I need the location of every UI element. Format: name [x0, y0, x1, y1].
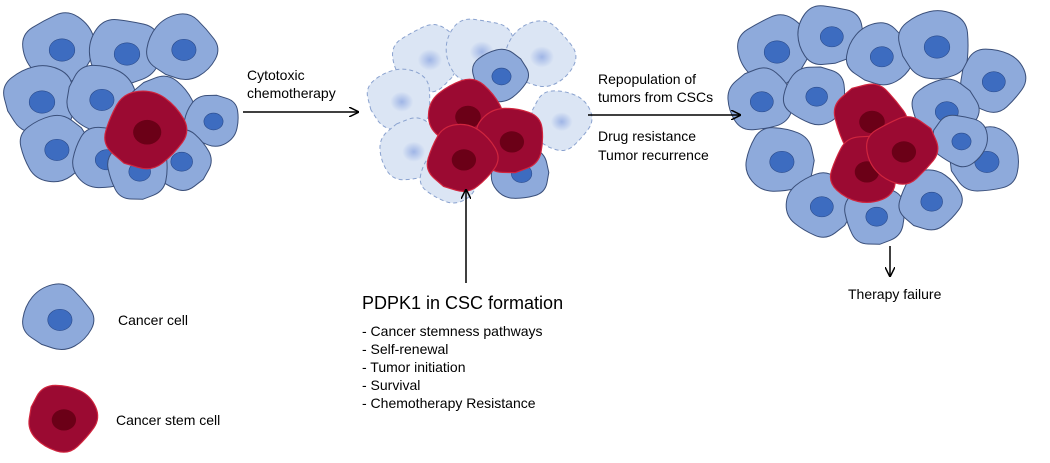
repopulation-label-line1: Repopulation of [598, 71, 697, 87]
legend-cancer-stem-cell-icon [28, 384, 99, 453]
chemotherapy-label-line1: Cytotoxic [247, 67, 305, 83]
cancer-cell [898, 169, 963, 231]
tumor-after-chemotherapy [366, 18, 593, 204]
cancer-cell [845, 22, 915, 86]
cancer-stem-cell [104, 90, 188, 170]
cancer-cell [183, 94, 239, 147]
cancer-cell [727, 67, 794, 131]
pdpk1-role-item: - Tumor initiation [362, 359, 466, 375]
cancer-cell [737, 14, 811, 87]
cancer-stem-cell [426, 123, 499, 192]
drug-resistance-label: Drug resistance [598, 128, 697, 144]
legend-cancer-cell-label: Cancer cell [118, 312, 189, 328]
pdpk1-role-list: - Cancer stemness pathways - Self-renewa… [362, 322, 543, 412]
cancer-cell [782, 66, 846, 126]
repopulation-label-line2: tumors from CSCs [598, 89, 714, 105]
dying-cancer-cell [366, 68, 431, 131]
cancer-cell [931, 114, 988, 168]
tumor-repopulated [727, 5, 1027, 245]
legend-shapes [22, 283, 99, 453]
legend-cancer-stem-cell-label: Cancer stem cell [116, 412, 221, 428]
pdpk1-role-item: - Cancer stemness pathways [362, 323, 543, 339]
therapy-failure-label: Therapy failure [848, 286, 942, 302]
cancer-stem-cell [866, 116, 939, 185]
pdpk1-title: PDPK1 in CSC formation [362, 293, 564, 313]
pdpk1-role-item: - Self-renewal [362, 341, 449, 357]
chemotherapy-label-line2: chemotherapy [247, 85, 336, 101]
pdpk1-role-item: - Chemotherapy Resistance [362, 395, 536, 411]
dying-cancer-cell [530, 90, 593, 152]
cancer-cell [898, 10, 969, 80]
legend-cancer-cell-icon [22, 283, 95, 351]
tumor-before-chemotherapy [3, 12, 239, 200]
pdpk1-role-item: - Survival [362, 377, 421, 393]
tumor-recurrence-label: Tumor recurrence [598, 147, 709, 163]
cancer-cell [146, 13, 219, 81]
